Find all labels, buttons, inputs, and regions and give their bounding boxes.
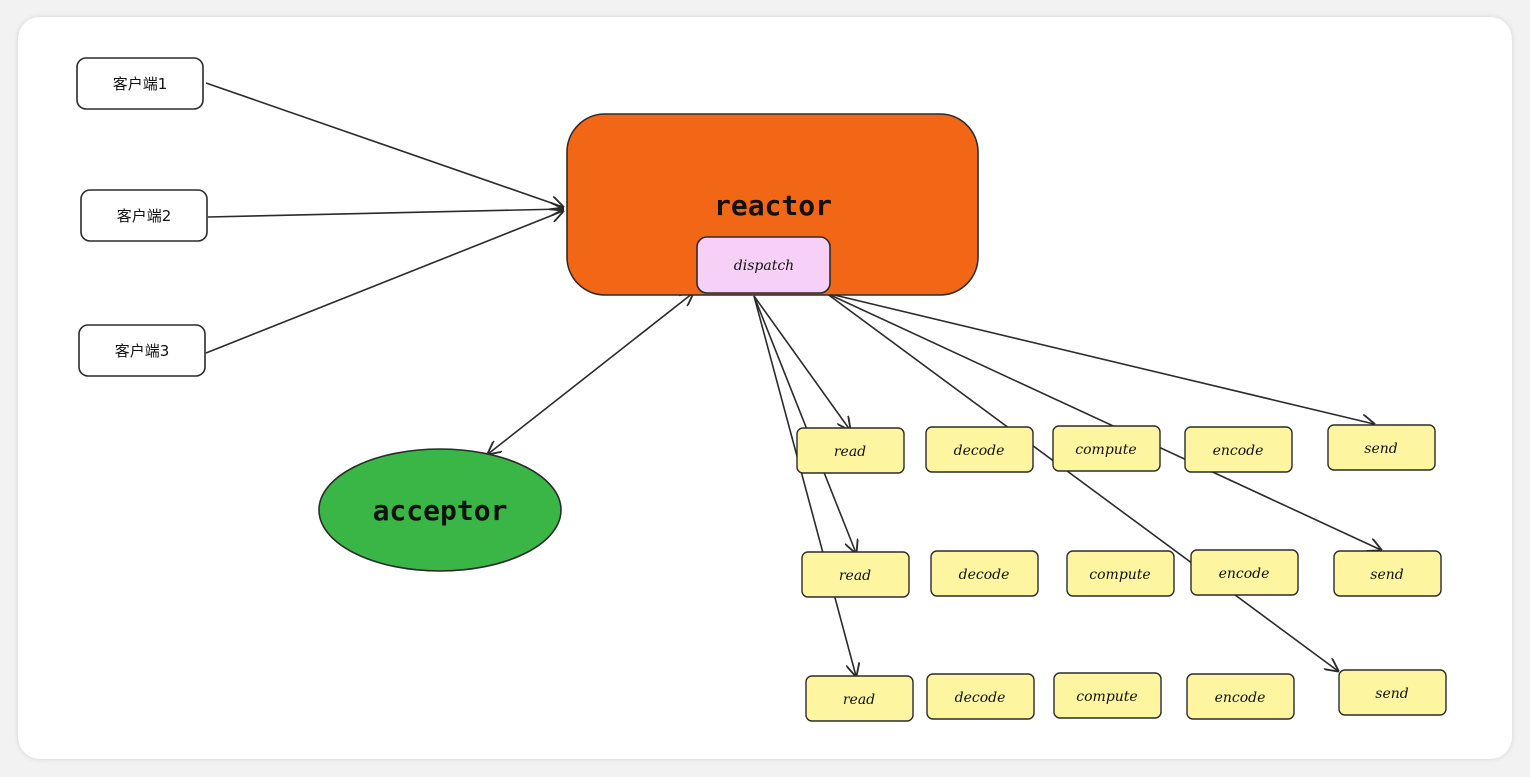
task-label-decode: decode (959, 567, 1010, 583)
dispatch-box: dispatch (696, 236, 831, 294)
arrow-dispatch-send1 (825, 292, 1374, 424)
task-label-send: send (1375, 686, 1408, 702)
task-box: encode (1190, 549, 1299, 596)
dispatch-label: dispatch (734, 258, 794, 274)
client-label-1: 客户端1 (113, 75, 168, 93)
arrow-dispatch-read2 (753, 295, 856, 553)
reactor-label: reactor (714, 189, 832, 222)
task-box: send (1338, 669, 1447, 716)
connectors (205, 82, 1381, 676)
client-label-3: 客户端3 (115, 342, 170, 360)
task-row-3: read decode compute encode send (805, 669, 1447, 722)
task-label-decode: decode (955, 690, 1006, 706)
task-box: read (805, 675, 914, 722)
task-label-compute: compute (1076, 689, 1137, 705)
task-label-send: send (1364, 441, 1397, 457)
client-box-2: 客户端2 (80, 189, 208, 242)
task-box: compute (1066, 550, 1175, 597)
acceptor-label: acceptor (373, 494, 508, 527)
task-label-read: read (843, 692, 875, 708)
task-box: compute (1052, 425, 1161, 472)
task-row-2: read decode compute encode send (801, 549, 1442, 598)
task-label-encode: encode (1213, 443, 1264, 459)
task-label-send: send (1370, 567, 1403, 583)
arrow-client3-reactor (205, 211, 563, 354)
client-box-3: 客户端3 (78, 324, 206, 377)
task-label-compute: compute (1089, 567, 1150, 583)
acceptor-ellipse: acceptor (318, 448, 562, 572)
task-box: encode (1186, 673, 1295, 720)
task-box: decode (930, 550, 1039, 597)
task-label-decode: decode (954, 443, 1005, 459)
client-box-1: 客户端1 (76, 57, 204, 110)
arrow-dispatch-read3 (753, 295, 856, 676)
task-label-read: read (834, 444, 866, 460)
task-box: read (796, 427, 905, 474)
arrow-client1-reactor (205, 82, 563, 207)
task-box: send (1333, 550, 1442, 597)
arrow-dispatch-send3 (825, 292, 1338, 671)
client-label-2: 客户端2 (117, 207, 172, 225)
arrow-dispatch-send2 (825, 292, 1381, 550)
task-box: compute (1053, 672, 1162, 719)
task-box: decode (925, 426, 1034, 473)
task-label-encode: encode (1215, 690, 1266, 706)
task-label-read: read (839, 568, 871, 584)
arrow-dispatch-acceptor (488, 293, 693, 454)
arrow-client2-reactor (207, 209, 563, 218)
task-label-encode: encode (1219, 566, 1270, 582)
task-label-compute: compute (1075, 442, 1136, 458)
reactor-box: reactor (566, 113, 979, 296)
task-box: decode (926, 673, 1035, 720)
task-row-1: read decode compute encode send (796, 424, 1436, 474)
task-box: read (801, 551, 910, 598)
task-box: encode (1184, 426, 1293, 473)
arrow-dispatch-read1 (753, 295, 850, 430)
task-box: send (1327, 424, 1436, 471)
